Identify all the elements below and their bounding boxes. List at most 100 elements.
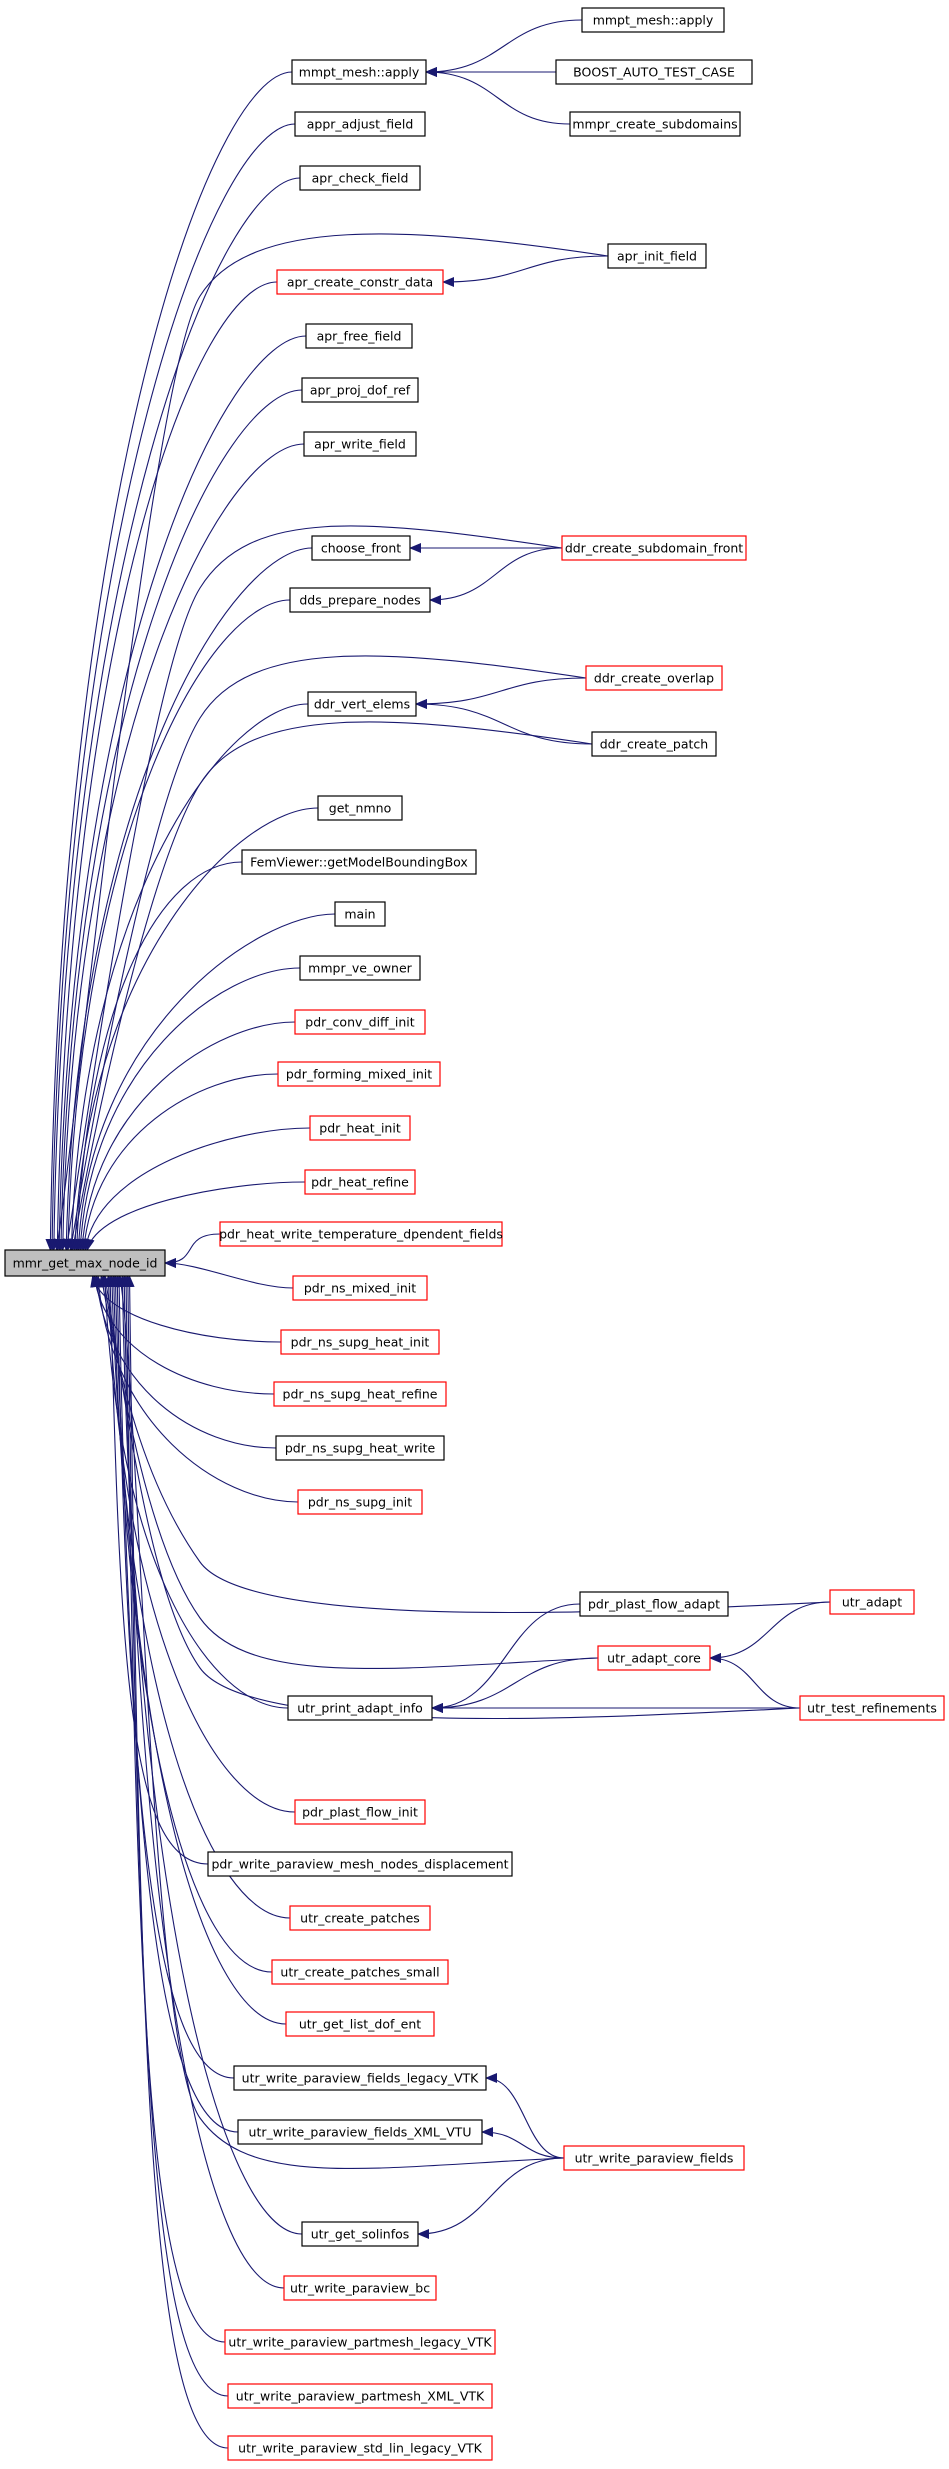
node-label: utr_test_refinements: [807, 1701, 937, 1716]
node-pdr_ns_mixed_init[interactable]: pdr_ns_mixed_init: [292, 1275, 428, 1301]
node-ddr_create_overlap[interactable]: ddr_create_overlap: [585, 665, 723, 691]
node-box: [591, 731, 717, 757]
edge-ddr_create_overlap-to-root: [67, 655, 587, 1251]
node-box: [292, 1275, 428, 1301]
node-pdr_forming_mixed_init[interactable]: pdr_forming_mixed_init: [277, 1061, 441, 1087]
node-pdr_write_paraview_mesh[interactable]: pdr_write_paraview_mesh_nodes_displaceme…: [207, 1851, 513, 1877]
node-main[interactable]: main: [334, 901, 386, 927]
node-label: utr_adapt_core: [607, 1651, 701, 1666]
node-pdr_heat_write_temp[interactable]: pdr_heat_write_temperature_dpendent_fiel…: [219, 1221, 503, 1247]
node-ddr_create_patch[interactable]: ddr_create_patch: [591, 731, 717, 757]
node-pdr_plast_flow_init[interactable]: pdr_plast_flow_init: [294, 1799, 426, 1825]
node-box: [304, 1169, 416, 1195]
node-apr_create_constr_data[interactable]: apr_create_constr_data: [276, 269, 444, 295]
node-pdr_ns_supg_heat_write[interactable]: pdr_ns_supg_heat_write: [275, 1435, 445, 1461]
edge-ddr_vert_elems-to-root: [66, 703, 309, 1251]
node-box: [563, 2145, 745, 2171]
node-utr_test_refinements[interactable]: utr_test_refinements: [799, 1695, 945, 1721]
node-utr_wp_std_lin_legacy[interactable]: utr_write_paraview_std_lin_legacy_VTK: [227, 2435, 493, 2461]
node-utr_get_solinfos[interactable]: utr_get_solinfos: [301, 2221, 419, 2247]
node-utr_get_list_dof_ent[interactable]: utr_get_list_dof_ent: [285, 2011, 435, 2037]
node-label: ddr_vert_elems: [314, 697, 410, 712]
node-box: [597, 1645, 711, 1671]
edge-pdr_heat_init-to-root: [81, 1127, 311, 1251]
edge-apr_proj_dof_ref-to-root: [56, 389, 303, 1251]
node-box: [273, 1381, 447, 1407]
node-box: [299, 165, 421, 191]
edge-mmpt_apply_right-to-mmpt_apply_mid: [425, 19, 583, 77]
node-label: pdr_ns_supg_heat_refine: [283, 1387, 438, 1402]
node-label: apr_create_constr_data: [287, 275, 433, 290]
node-pdr_ns_supg_init[interactable]: pdr_ns_supg_init: [297, 1489, 423, 1515]
node-apr_init_field[interactable]: apr_init_field: [607, 243, 707, 269]
node-utr_create_patches[interactable]: utr_create_patches: [289, 1905, 431, 1931]
node-mmpr_ve_owner[interactable]: mmpr_ve_owner: [299, 955, 421, 981]
node-apr_free_field[interactable]: apr_free_field: [305, 323, 413, 349]
node-pdr_ns_supg_heat_init[interactable]: pdr_ns_supg_heat_init: [280, 1329, 440, 1355]
node-femviewer[interactable]: FemViewer::getModelBoundingBox: [241, 849, 477, 875]
node-pdr_heat_refine[interactable]: pdr_heat_refine: [304, 1169, 416, 1195]
node-box: [224, 2329, 496, 2355]
node-apr_check_field[interactable]: apr_check_field: [299, 165, 421, 191]
node-mmpr_create_subdomains[interactable]: mmpr_create_subdomains: [569, 111, 741, 137]
node-label: pdr_conv_diff_init: [305, 1015, 414, 1030]
node-box: [241, 849, 477, 875]
edge-utr_wp_partmesh_xml-to-root: [122, 1275, 229, 2397]
node-utr_adapt[interactable]: utr_adapt: [829, 1589, 915, 1615]
node-utr_print_adapt_info[interactable]: utr_print_adapt_info: [287, 1695, 433, 1721]
node-choose_front[interactable]: choose_front: [311, 535, 411, 561]
node-apr_proj_dof_ref[interactable]: apr_proj_dof_ref: [301, 377, 419, 403]
node-box: [227, 2383, 493, 2409]
edge-utr_adapt-to-utr_adapt_core: [709, 1601, 831, 1663]
edge-utr_write_paraview_fields-to-root: [116, 1275, 565, 2170]
node-utr_wp_partmesh_legacy[interactable]: utr_write_paraview_partmesh_legacy_VTK: [224, 2329, 496, 2355]
node-ddr_vert_elems[interactable]: ddr_vert_elems: [307, 691, 417, 717]
edge-utr_test_refinements-to-root: [101, 1275, 801, 1720]
node-box: [555, 59, 753, 85]
edge-mmpr_create_subdomains-to-mmpt_apply_mid: [425, 67, 571, 125]
node-ddr_create_subdomain_front[interactable]: ddr_create_subdomain_front: [561, 535, 747, 561]
node-utr_wp_partmesh_xml[interactable]: utr_write_paraview_partmesh_XML_VTK: [227, 2383, 493, 2409]
node-utr_write_paraview_bc[interactable]: utr_write_paraview_bc: [283, 2275, 437, 2301]
edge-apr_create_constr_data-to-root: [52, 281, 278, 1251]
node-label: dds_prepare_nodes: [299, 593, 420, 608]
node-box: [277, 1061, 441, 1087]
edge-ddr_create_subdomain_front-to-root: [63, 525, 563, 1251]
node-utr_wpf_xml_vtu[interactable]: utr_write_paraview_fields_XML_VTU: [237, 2119, 483, 2145]
node-get_nmno[interactable]: get_nmno: [317, 795, 403, 821]
node-mmpt_apply_mid[interactable]: mmpt_mesh::apply: [291, 59, 427, 85]
node-utr_create_patches_small[interactable]: utr_create_patches_small: [271, 1959, 449, 1985]
edge-apr_write_field-to-root: [57, 443, 305, 1251]
node-box: [561, 535, 747, 561]
node-label: ddr_create_overlap: [594, 671, 714, 686]
node-label: get_nmno: [329, 801, 391, 816]
node-root[interactable]: mmr_get_max_node_id: [4, 1249, 166, 1277]
node-apr_write_field[interactable]: apr_write_field: [303, 431, 417, 457]
node-box: [219, 1221, 503, 1247]
node-pdr_conv_diff_init[interactable]: pdr_conv_diff_init: [294, 1009, 426, 1035]
node-pdr_heat_init[interactable]: pdr_heat_init: [309, 1115, 411, 1141]
node-boost_test[interactable]: BOOST_AUTO_TEST_CASE: [555, 59, 753, 85]
node-dds_prepare_nodes[interactable]: dds_prepare_nodes: [289, 587, 431, 613]
node-mmpt_apply_right[interactable]: mmpt_mesh::apply: [581, 7, 725, 33]
nodes: mmr_get_max_node_idmmpt_mesh::applymmpt_…: [4, 7, 945, 2461]
node-label: utr_adapt: [842, 1595, 902, 1610]
node-pdr_plast_flow_adapt[interactable]: pdr_plast_flow_adapt: [579, 1591, 729, 1617]
node-box: [285, 2011, 435, 2037]
edge-pdr_plast_flow_init-to-root: [103, 1275, 296, 1813]
node-utr_adapt_core[interactable]: utr_adapt_core: [597, 1645, 711, 1671]
node-pdr_ns_supg_heat_refine[interactable]: pdr_ns_supg_heat_refine: [273, 1381, 447, 1407]
node-appr_adjust_field[interactable]: appr_adjust_field: [294, 111, 426, 137]
node-label: pdr_ns_supg_heat_write: [285, 1441, 436, 1456]
node-utr_wpf_legacy_vtk[interactable]: utr_write_paraview_fields_legacy_VTK: [233, 2065, 487, 2091]
node-label: main: [344, 907, 375, 922]
node-box: [283, 2275, 437, 2301]
node-utr_write_paraview_fields[interactable]: utr_write_paraview_fields: [563, 2145, 745, 2171]
node-box: [271, 1959, 449, 1985]
node-label: utr_create_patches_small: [280, 1965, 439, 1980]
node-box: [207, 1851, 513, 1877]
edge-mmpt_apply_mid-to-root: [45, 71, 293, 1251]
node-label: utr_write_paraview_std_lin_legacy_VTK: [238, 2441, 482, 2456]
node-box: [799, 1695, 945, 1721]
node-label: utr_get_list_dof_ent: [299, 2017, 421, 2032]
